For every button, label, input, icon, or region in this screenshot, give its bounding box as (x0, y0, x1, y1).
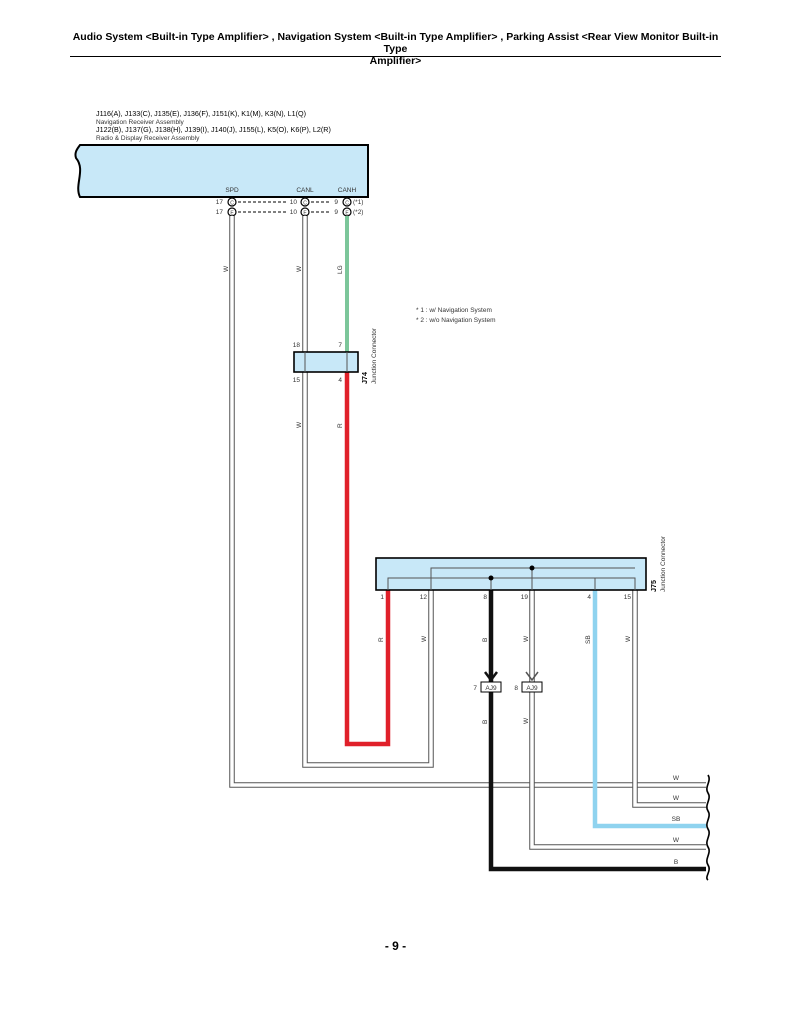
wire-label-j75-w12: W (421, 635, 428, 642)
j75-pin-19: 19 (521, 594, 529, 601)
title-line-1: Audio System <Built-in Type Amplifier> ,… (72, 31, 719, 55)
wire-label-aj9-b: B (482, 720, 489, 724)
note-2: * 2 : w/o Navigation System (416, 317, 495, 324)
spd-pin-circle-1 (227, 197, 237, 207)
j75-pin-12: 12 (420, 594, 428, 601)
j74-pin-4: 4 (338, 377, 342, 384)
aj9-right-label: AJ9 (526, 685, 538, 692)
main-component-box (74, 144, 369, 198)
aj9-arrow-right (525, 671, 539, 682)
canh-pin-circle-1 (342, 197, 352, 207)
wire-w19 (529, 590, 706, 850)
j75-pin-15: 15 (624, 594, 632, 601)
spd-pin-row2-conn: E (230, 211, 234, 217)
pin-dashed-links (238, 201, 330, 213)
aj9-arrow-left (484, 671, 498, 683)
j75-pin-4: 4 (587, 594, 591, 601)
main-connectors-line1: J116(A), J133(C), J135(E), J136(F), J151… (96, 109, 306, 118)
canh-pin-row2-note: (*2) (353, 209, 363, 216)
j75-pin-1: 1 (380, 594, 384, 601)
canl-pin-row2: 10 (290, 209, 298, 216)
wire-label-j75-r: R (378, 637, 385, 642)
wire-label-canl-upper: W (296, 265, 303, 272)
aj9-left-box (480, 681, 502, 693)
spd-pin-row1: 17 (216, 199, 224, 206)
wire-label-out-1: W (673, 775, 680, 782)
radio-display-receiver-label: Radio & Display Receiver Assembly (96, 135, 200, 142)
pin-label-spd: SPD (225, 187, 239, 194)
wire-label-canl-mid: W (296, 421, 303, 428)
j75-id: J75 (649, 580, 658, 592)
spd-pin-row1-conn: C (230, 201, 234, 207)
page-number: - 9 - (384, 939, 407, 953)
pin-label-canh: CANH (338, 187, 357, 194)
canh-pin-row1-conn: C (345, 201, 349, 207)
wire-label-j75-b: B (482, 638, 489, 642)
canl-pin-row1-conn: C (303, 201, 307, 207)
wire-label-canh-mid: R (337, 423, 344, 428)
j74-name: Junction Connector (371, 327, 378, 384)
canh-pin-row2: 9 (334, 209, 338, 216)
page-title: Audio System <Built-in Type Amplifier> ,… (60, 31, 731, 67)
wire-label-j75-w19: W (523, 635, 530, 642)
note-1: * 1 : w/ Navigation System (416, 307, 492, 314)
j74-pin-7: 7 (338, 342, 342, 349)
wire-label-out-3: SB (672, 816, 681, 823)
canl-pin-circle-1 (300, 197, 310, 207)
canl-pin-row1: 10 (290, 199, 298, 206)
aj9-left-pin: 7 (473, 685, 477, 692)
wire-w15 (632, 590, 706, 808)
aj9-left-label: AJ9 (485, 685, 497, 692)
canh-pin-row1-note: (*1) (353, 199, 363, 206)
j74-id: J74 (360, 372, 369, 384)
j74-pin-18: 18 (293, 342, 301, 349)
j74-pin-15: 15 (293, 377, 301, 384)
aj9-right-box (521, 681, 543, 693)
pin-label-canl: CANL (296, 187, 314, 194)
spd-pin-row2: 17 (216, 209, 224, 216)
canl-pin-row2-conn: E (303, 211, 307, 217)
wire-label-canh-upper: LG (337, 265, 344, 274)
wire-label-j75-sb: SB (585, 635, 592, 644)
wire-label-out-5: B (674, 859, 678, 866)
title-line-2: Amplifier> (369, 55, 422, 67)
main-connectors-line2: J122(B), J137(G), J138(H), J139(I), J140… (96, 125, 331, 134)
wire-red (344, 372, 391, 747)
j75-connector-box (375, 557, 647, 591)
wire-label-out-4: W (673, 837, 680, 844)
navigation-receiver-label: Navigation Receiver Assembly (96, 119, 185, 126)
canh-pin-row2-conn: E (345, 211, 349, 217)
wire-label-aj9-w: W (523, 717, 530, 724)
j74-connector-box (293, 351, 359, 373)
j75-pin-8: 8 (483, 594, 487, 601)
aj9-right-pin: 8 (514, 685, 518, 692)
wire-label-j75-w15: W (625, 635, 632, 642)
j75-name: Junction Connector (660, 535, 667, 592)
wire-label-spd: W (223, 265, 230, 272)
continuation-break-line (706, 774, 710, 881)
canh-pin-row1: 9 (334, 199, 338, 206)
wire-sb (592, 590, 706, 829)
title-rule (70, 56, 721, 57)
wire-label-out-2: W (673, 795, 680, 802)
